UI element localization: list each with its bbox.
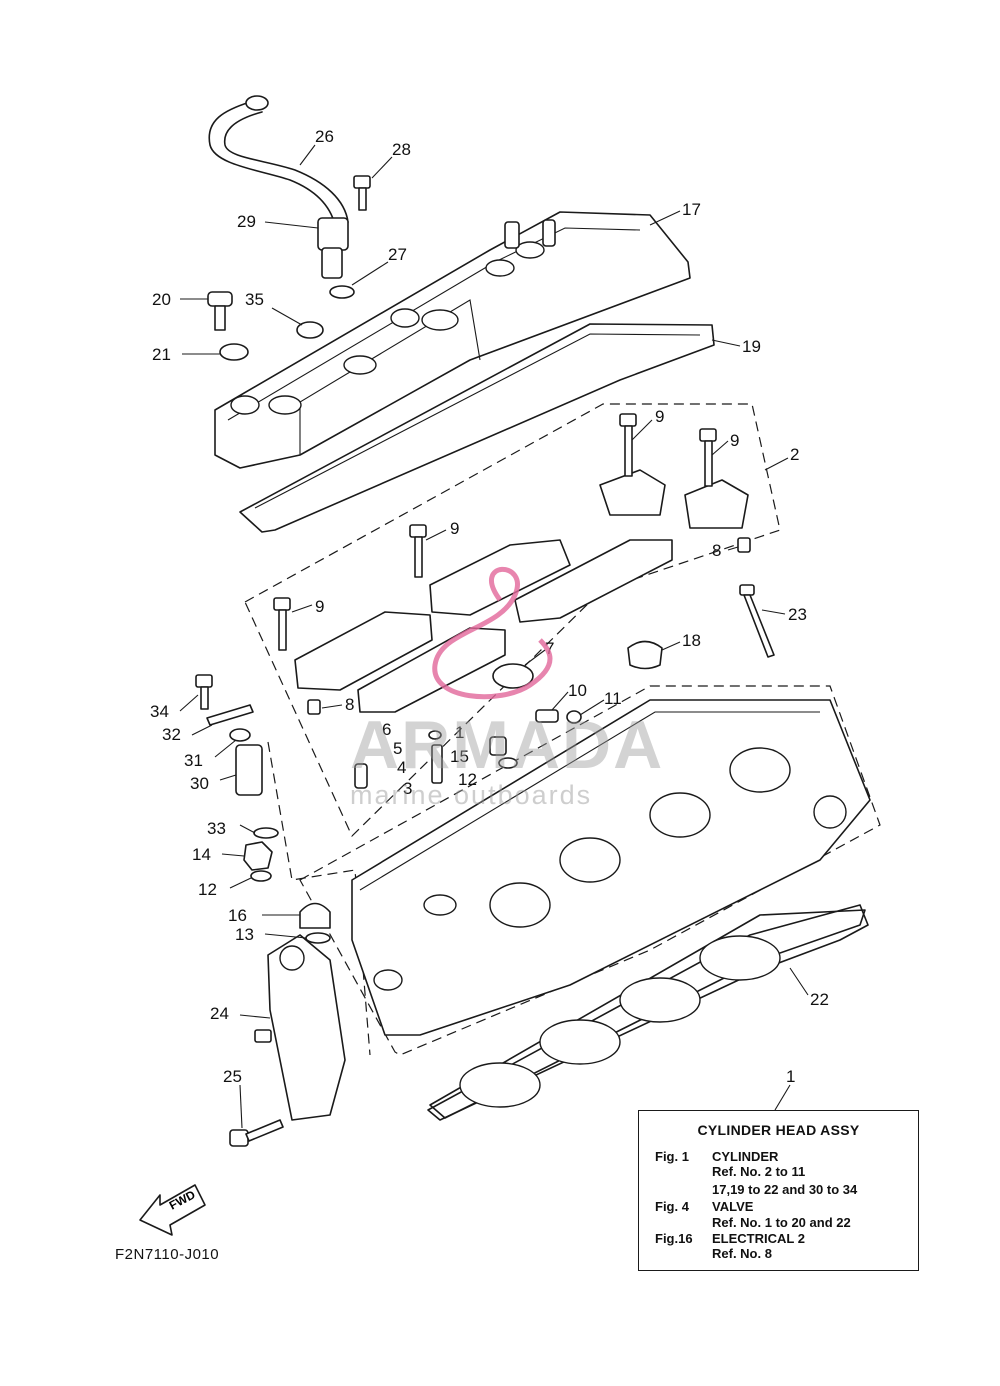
- callout-16: 16: [228, 906, 247, 925]
- camshaft-caps: [294, 469, 749, 713]
- callout-9c: 9: [450, 519, 459, 538]
- callout-24: 24: [210, 1004, 229, 1023]
- callout-6: 6: [382, 720, 391, 739]
- head-gasket: [427, 904, 869, 1121]
- callout-1a: 1: [455, 723, 464, 742]
- callout-31: 31: [184, 751, 203, 770]
- bolt-25: [229, 1119, 284, 1147]
- legend-box: CYLINDER HEAD ASSY Fig. 1 CYLINDER Ref. …: [638, 1110, 919, 1271]
- callout-17: 17: [682, 200, 701, 219]
- callout-33: 33: [207, 819, 226, 838]
- callout-numbers: 26 28 29 27 17 20 35 21 19 9 9 2 9 8 9 2…: [150, 127, 829, 1086]
- callout-7: 7: [545, 639, 554, 658]
- callout-25: 25: [223, 1067, 242, 1086]
- bolt-20: [207, 291, 233, 331]
- bolt-23: [739, 584, 775, 658]
- callout-5: 5: [393, 739, 402, 758]
- legend-fig: Fig. 4: [655, 1199, 689, 1214]
- watermark: ARMADA marine outboards: [350, 566, 664, 810]
- sensor-7: [492, 663, 534, 689]
- legend-text: Ref. No. 8: [712, 1246, 772, 1261]
- watermark-brand: ARMADA: [350, 707, 664, 783]
- dowel-8-lower: [307, 699, 321, 715]
- callout-1b: 1: [786, 1067, 795, 1086]
- legend-text: VALVE: [712, 1199, 754, 1214]
- callout-14: 14: [192, 845, 211, 864]
- callout-22: 22: [810, 990, 829, 1009]
- watermark-tagline: marine outboards: [350, 780, 592, 810]
- cover-gasket: [239, 323, 715, 533]
- watermark-logo-icon: [432, 566, 553, 700]
- breather-hose: [208, 95, 349, 279]
- dowel-8-upper: [737, 537, 751, 553]
- legend-fig: Fig. 1: [655, 1149, 689, 1164]
- diagram-code: F2N7110-J010: [115, 1246, 220, 1263]
- callout-13: 13: [235, 925, 254, 944]
- bolt-10: [535, 709, 559, 723]
- callout-2: 2: [790, 445, 799, 464]
- callout-3: 3: [403, 779, 412, 798]
- bolt-9-set: [273, 413, 717, 651]
- callout-19: 19: [742, 337, 761, 356]
- callout-9d: 9: [315, 597, 324, 616]
- legend-text: Ref. No. 1 to 20 and 22: [712, 1215, 851, 1230]
- callout-12a: 12: [458, 770, 477, 789]
- callout-28: 28: [392, 140, 411, 159]
- callout-9b: 9: [730, 431, 739, 450]
- legend-text: 17,19 to 22 and 30 to 34: [712, 1182, 858, 1197]
- grommet-21: [219, 343, 249, 361]
- valve-parts: [354, 730, 518, 789]
- callout-21: 21: [152, 345, 171, 364]
- left-small-parts: [195, 674, 331, 944]
- callout-26: 26: [315, 127, 334, 146]
- legend-title: CYLINDER HEAD ASSY: [697, 1122, 860, 1138]
- callout-18: 18: [682, 631, 701, 650]
- plug-35: [296, 321, 324, 339]
- legend-text: Ref. No. 2 to 11: [712, 1164, 806, 1179]
- callout-23: 23: [788, 605, 807, 624]
- callout-32: 32: [162, 725, 181, 744]
- callout-35: 35: [245, 290, 264, 309]
- legend-text: CYLINDER: [712, 1149, 779, 1164]
- callout-8a: 8: [712, 541, 721, 560]
- leader-lines: [179, 144, 809, 1129]
- callout-11: 11: [604, 689, 622, 708]
- callout-12b: 12: [198, 880, 217, 899]
- callout-34: 34: [150, 702, 169, 721]
- legend-fig: Fig.16: [655, 1231, 693, 1246]
- callout-27: 27: [388, 245, 407, 264]
- callout-29: 29: [237, 212, 256, 231]
- callout-30: 30: [190, 774, 209, 793]
- callout-15: 15: [450, 747, 469, 766]
- callout-9a: 9: [655, 407, 664, 426]
- o-ring-27: [329, 285, 355, 299]
- callout-8b: 8: [345, 695, 354, 714]
- callout-20: 20: [152, 290, 171, 309]
- legend-text: ELECTRICAL 2: [712, 1231, 805, 1246]
- cylinder-head-body: [351, 699, 871, 1036]
- camshaft-cap-group-outline: [244, 403, 781, 838]
- washer-11: [566, 710, 582, 724]
- cylinder-head-cover: [214, 211, 691, 469]
- cylinder-head-group-outline: [299, 685, 881, 1056]
- plug-18: [627, 640, 663, 670]
- fwd-arrow-icon: FWD: [139, 1184, 206, 1236]
- callout-4: 4: [397, 758, 406, 777]
- bolt-28: [353, 175, 371, 211]
- callout-10: 10: [568, 681, 587, 700]
- bracket-24: [267, 934, 346, 1121]
